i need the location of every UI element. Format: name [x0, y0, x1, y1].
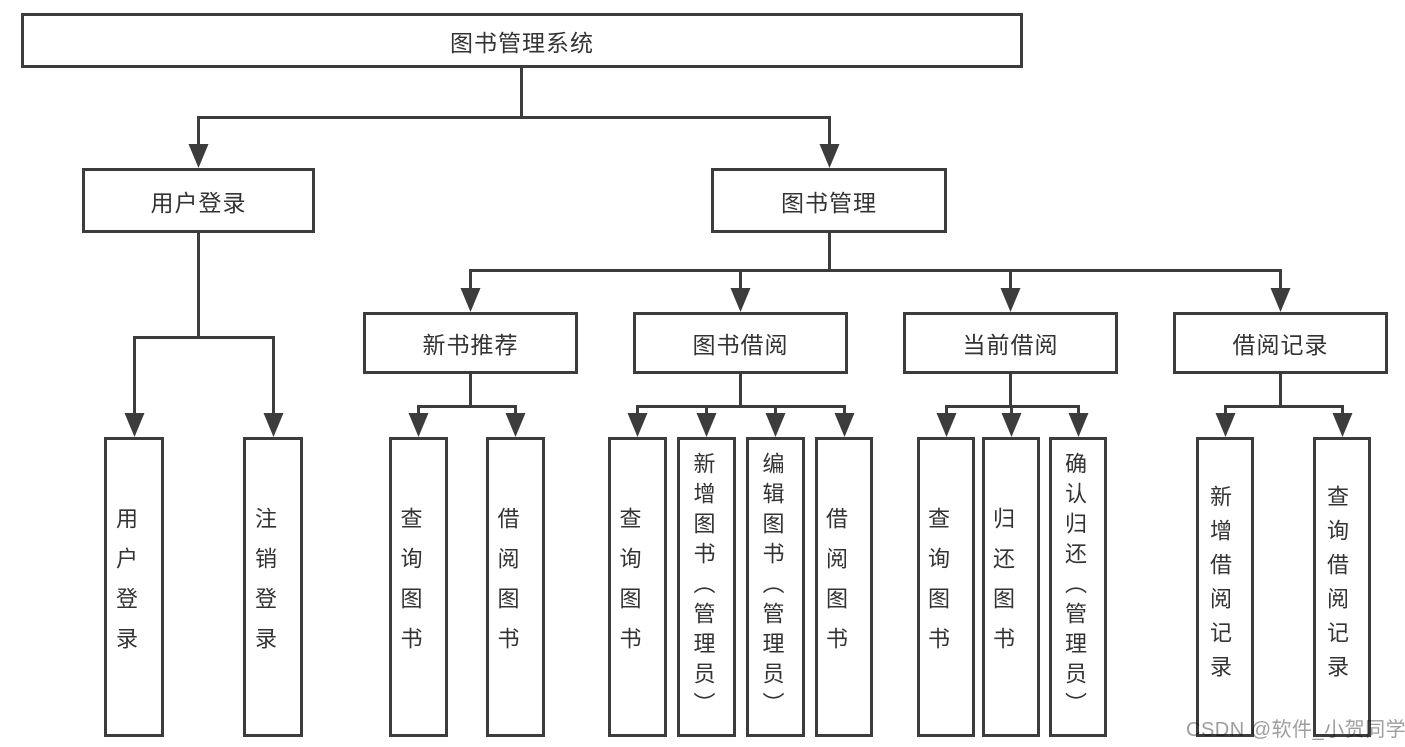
leaf-label: 借阅图书 — [494, 507, 520, 667]
leaf-query-books-3: 查询图书 — [917, 437, 975, 737]
arrow-icon — [627, 413, 648, 437]
wire-currentborrow-leaves — [945, 374, 1080, 419]
arrow-icon — [460, 288, 481, 312]
arrow-icon — [1068, 413, 1089, 437]
node-root-system: 图书管理系统 — [21, 13, 1023, 68]
node-borrowing-records: 借阅记录 — [1173, 312, 1388, 374]
leaf-label: 编辑图书（管理员） — [759, 452, 785, 722]
leaf-label: 新增借阅记录 — [1207, 485, 1232, 689]
leaf-confirm-return-admin: 确认归还（管理员） — [1049, 437, 1107, 737]
arrow-icon — [819, 144, 840, 168]
wire-bookmgmt-level3 — [469, 232, 1282, 294]
node-label: 图书管理系统 — [450, 29, 594, 56]
node-current-borrowing: 当前借阅 — [903, 312, 1118, 374]
leaf-add-books-admin: 新增图书（管理员） — [677, 437, 736, 737]
node-label: 用户登录 — [150, 189, 247, 216]
leaf-label: 查询借阅记录 — [1324, 485, 1349, 689]
arrow-icon — [1000, 288, 1021, 312]
node-new-book-recommend: 新书推荐 — [363, 312, 578, 374]
node-label: 借阅记录 — [1232, 332, 1329, 358]
leaf-query-books-2: 查询图书 — [608, 437, 667, 737]
leaf-logout: 注销登录 — [243, 437, 303, 737]
leaf-label: 查询图书 — [397, 507, 423, 667]
arrow-icon — [124, 413, 145, 437]
arrow-icon — [188, 144, 209, 168]
node-label: 新书推荐 — [422, 332, 519, 358]
arrow-icon — [936, 413, 957, 437]
arrow-icon — [1332, 413, 1353, 437]
node-label: 图书管理 — [781, 189, 877, 216]
leaf-label: 新增图书（管理员） — [690, 452, 716, 722]
node-user-login: 用户登录 — [82, 168, 315, 233]
leaf-query-books-1: 查询图书 — [389, 437, 448, 737]
arrow-icon — [730, 288, 751, 312]
leaf-label: 借阅图书 — [823, 507, 848, 667]
leaf-return-books: 归还图书 — [982, 437, 1040, 737]
leaf-add-borrow-record: 新增借阅记录 — [1196, 437, 1254, 737]
arrow-icon — [1215, 413, 1236, 437]
arrow-icon — [263, 413, 284, 437]
arrow-icon — [696, 413, 717, 437]
node-label: 图书借阅 — [692, 332, 789, 358]
leaf-query-borrow-record: 查询借阅记录 — [1313, 437, 1371, 737]
wire-records-leaves — [1224, 374, 1344, 419]
leaf-label: 用户登录 — [113, 507, 138, 667]
leaf-label: 归还图书 — [990, 507, 1015, 667]
leaf-edit-books-admin: 编辑图书（管理员） — [746, 437, 805, 737]
arrow-icon — [1001, 413, 1022, 437]
arrow-icon — [408, 413, 429, 437]
node-book-borrowing: 图书借阅 — [633, 312, 848, 374]
leaf-label: 查询图书 — [925, 507, 950, 667]
leaf-borrow-books-1: 借阅图书 — [486, 437, 545, 737]
wire-bookborrow-leaves — [636, 374, 846, 419]
wire-userlogin-leaves — [133, 232, 275, 419]
arrowheads — [124, 144, 1353, 437]
arrow-icon — [834, 413, 855, 437]
arrow-icon — [505, 413, 526, 437]
leaf-label: 确认归还（管理员） — [1062, 452, 1087, 722]
wire-root-level2 — [197, 68, 831, 150]
leaf-label: 查询图书 — [616, 507, 642, 667]
watermark: CSDN @软件_小贺同学 — [1186, 719, 1405, 741]
arrow-icon — [1270, 288, 1291, 312]
node-label: 当前借阅 — [962, 332, 1059, 358]
arrow-icon — [765, 413, 786, 437]
node-book-management: 图书管理 — [711, 168, 947, 233]
wire-newbook-leaves — [417, 374, 517, 419]
leaf-borrow-books-2: 借阅图书 — [815, 437, 873, 737]
leaf-user-login: 用户登录 — [104, 437, 164, 737]
leaf-label: 注销登录 — [252, 507, 277, 667]
